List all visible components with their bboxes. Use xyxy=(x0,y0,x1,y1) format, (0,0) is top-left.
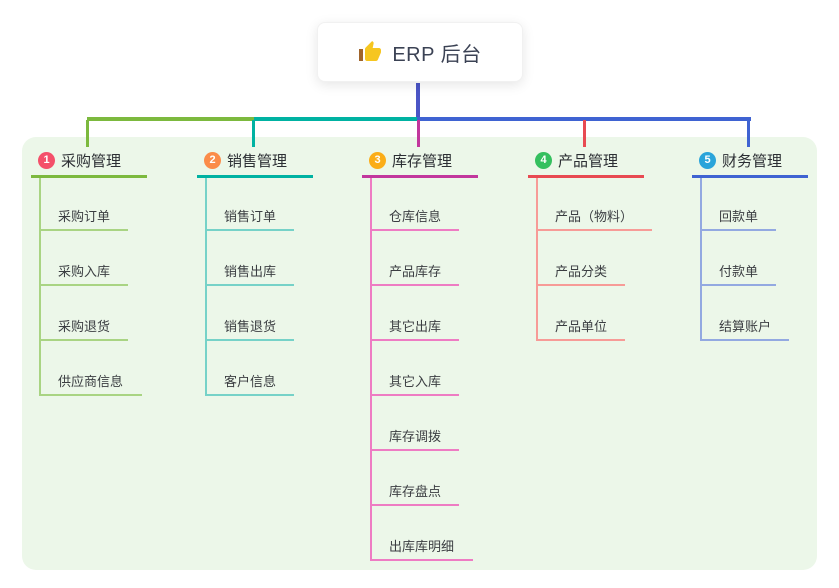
branch-underline xyxy=(197,175,313,178)
child-underline xyxy=(700,229,776,231)
branch-drop-line xyxy=(583,120,586,147)
branches-panel xyxy=(22,137,817,570)
child-node[interactable]: 销售出库 xyxy=(224,264,277,279)
child-node[interactable]: 采购入库 xyxy=(58,264,111,279)
child-node[interactable]: 销售订单 xyxy=(224,209,277,224)
child-node[interactable]: 付款单 xyxy=(719,264,759,279)
child-underline xyxy=(205,339,294,341)
branch-stem-line xyxy=(700,178,702,341)
bus-line-segment xyxy=(254,117,418,121)
child-underline xyxy=(205,394,294,396)
child-node[interactable]: 出库库明细 xyxy=(389,539,455,554)
child-underline xyxy=(39,394,142,396)
branch-number-badge: 5 xyxy=(699,152,716,169)
child-underline xyxy=(536,284,625,286)
branch-number-badge: 1 xyxy=(38,152,55,169)
thumbs-up-icon xyxy=(359,41,382,61)
child-node[interactable]: 产品（物料） xyxy=(555,209,634,224)
child-underline xyxy=(370,394,459,396)
child-node[interactable]: 产品库存 xyxy=(389,264,442,279)
child-node[interactable]: 采购退货 xyxy=(58,319,111,334)
child-underline xyxy=(370,559,473,561)
branch-stem-line xyxy=(370,178,372,561)
child-node[interactable]: 采购订单 xyxy=(58,209,111,224)
root-title: ERP 后台 xyxy=(392,43,482,66)
branch-node-2[interactable]: 销售管理 xyxy=(227,153,288,170)
child-node[interactable]: 库存盘点 xyxy=(389,484,442,499)
bus-line-segment xyxy=(87,117,255,121)
branch-stem-line xyxy=(536,178,538,341)
branch-drop-line xyxy=(417,120,420,147)
branch-underline xyxy=(362,175,478,178)
branch-underline xyxy=(31,175,147,178)
child-node[interactable]: 结算账户 xyxy=(719,319,772,334)
child-node[interactable]: 仓库信息 xyxy=(389,209,442,224)
child-underline xyxy=(39,284,128,286)
child-underline xyxy=(536,339,625,341)
branch-underline xyxy=(528,175,644,178)
branch-drop-line xyxy=(747,120,750,147)
branch-number-badge: 4 xyxy=(535,152,552,169)
child-underline xyxy=(205,229,294,231)
child-node[interactable]: 回款单 xyxy=(719,209,759,224)
branch-node-3[interactable]: 库存管理 xyxy=(392,153,453,170)
branch-node-4[interactable]: 产品管理 xyxy=(558,153,619,170)
child-node[interactable]: 产品分类 xyxy=(555,264,608,279)
child-underline xyxy=(370,339,459,341)
child-underline xyxy=(536,229,652,231)
child-underline xyxy=(370,284,459,286)
child-node[interactable]: 产品单位 xyxy=(555,319,608,334)
child-underline xyxy=(370,504,459,506)
branch-stem-line xyxy=(205,178,207,396)
root-connector-line xyxy=(416,83,420,120)
child-underline xyxy=(39,229,128,231)
child-node[interactable]: 供应商信息 xyxy=(58,374,124,389)
child-underline xyxy=(39,339,128,341)
root-node[interactable]: ERP 后台 xyxy=(317,22,523,82)
branch-number-badge: 3 xyxy=(369,152,386,169)
branch-underline xyxy=(692,175,808,178)
child-underline xyxy=(205,284,294,286)
child-node[interactable]: 客户信息 xyxy=(224,374,277,389)
branch-node-1[interactable]: 采购管理 xyxy=(61,153,122,170)
child-underline xyxy=(370,449,459,451)
child-node[interactable]: 其它出库 xyxy=(389,319,442,334)
child-node[interactable]: 销售退货 xyxy=(224,319,277,334)
branch-drop-line xyxy=(86,120,89,147)
branch-drop-line xyxy=(252,120,255,147)
child-underline xyxy=(370,229,459,231)
child-underline xyxy=(700,284,776,286)
branch-node-5[interactable]: 财务管理 xyxy=(722,153,783,170)
bus-line-segment xyxy=(417,117,751,121)
child-underline xyxy=(700,339,789,341)
child-node[interactable]: 库存调拨 xyxy=(389,429,442,444)
child-node[interactable]: 其它入库 xyxy=(389,374,442,389)
branch-number-badge: 2 xyxy=(204,152,221,169)
branch-stem-line xyxy=(39,178,41,396)
